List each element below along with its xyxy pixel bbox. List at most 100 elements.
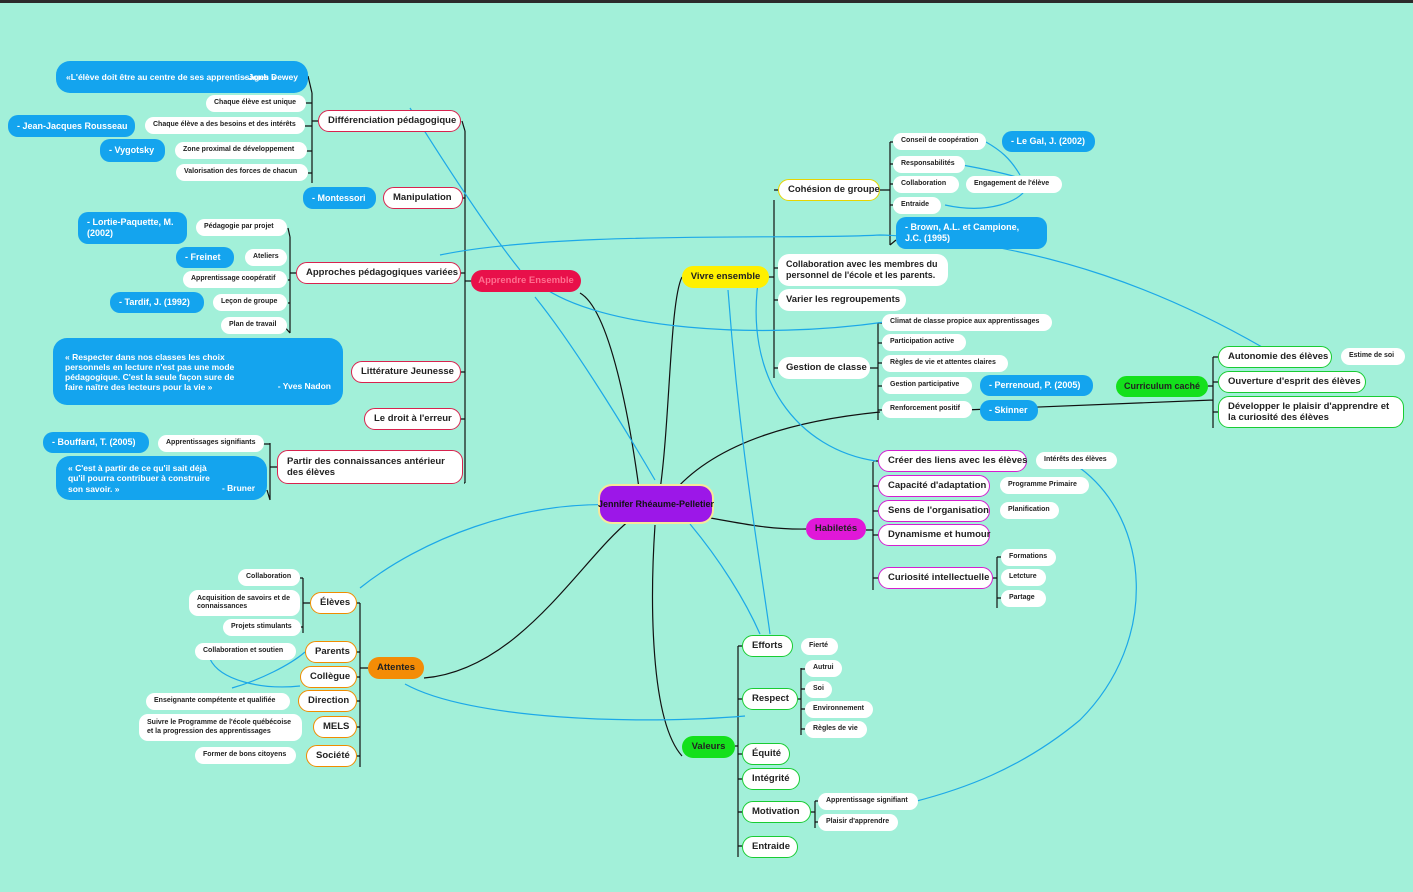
item-participation-active[interactable]: Participation active [882, 334, 966, 351]
node-collaboration-membres[interactable]: Collaboration avec les membres du person… [778, 254, 948, 286]
ref-brown-campione[interactable]: - Brown, A.L. et Campione, J.C. (1995) [896, 217, 1047, 249]
item-label: Collaboration et soutien [203, 647, 284, 655]
item-entraide[interactable]: Entraide [893, 197, 941, 214]
item-environnement[interactable]: Environnement [805, 701, 873, 718]
item-valorisation[interactable]: Valorisation des forces de chacun [176, 164, 308, 181]
ref-montessori[interactable]: - Montessori [303, 187, 376, 209]
ref-vygotsky[interactable]: - Vygotsky [100, 139, 165, 162]
item-projets-stimulants[interactable]: Projets stimulants [223, 619, 301, 636]
item-responsabilites[interactable]: Responsabilités [893, 156, 965, 173]
branch-habiletes[interactable]: Habiletés [806, 518, 866, 540]
branch-apprendre-ensemble[interactable]: Apprendre Ensemble [471, 270, 581, 292]
node-curriculum-cache[interactable]: Curriculum caché [1116, 376, 1208, 397]
branch-valeurs[interactable]: Valeurs [682, 736, 735, 758]
ref-le-gal[interactable]: - Le Gal, J. (2002) [1002, 131, 1095, 152]
item-ateliers[interactable]: Ateliers [245, 249, 287, 266]
node-approches[interactable]: Approches pédagogiques variées [296, 262, 461, 284]
ref-skinner[interactable]: - Skinner [980, 400, 1038, 421]
item-estime-soi[interactable]: Estime de soi [1341, 348, 1405, 365]
item-plaisir-apprendre[interactable]: Développer le plaisir d'apprendre et la … [1218, 396, 1404, 428]
node-direction[interactable]: Direction [298, 690, 357, 712]
quote-nadon[interactable]: « Respecter dans nos classes les choix p… [53, 338, 343, 405]
item-interets-eleves[interactable]: Intérêts des élèves [1036, 452, 1117, 469]
item-autrui[interactable]: Autrui [805, 660, 842, 677]
node-creer-liens[interactable]: Créer des liens avec les élèves [878, 450, 1027, 472]
quote-dewey[interactable]: «L'élève doit être au centre de ses appr… [56, 61, 308, 93]
item-collaboration-eleves[interactable]: Collaboration [238, 569, 300, 586]
node-differenciation[interactable]: Différenciation pédagogique [318, 110, 461, 132]
node-droit-erreur[interactable]: Le droit à l'erreur [364, 408, 461, 430]
node-dynamisme-humour[interactable]: Dynamisme et humour [878, 524, 990, 546]
item-apprentissages-signifiants[interactable]: Apprentissages signifiants [158, 435, 264, 452]
item-partage[interactable]: Partage [1001, 590, 1046, 607]
node-connaissances-anterieures[interactable]: Partir des connaissances antérieur des é… [277, 450, 463, 484]
item-engagement[interactable]: Engagement de l'élève [966, 176, 1062, 193]
item-conseil-cooperation[interactable]: Conseil de coopération [893, 133, 986, 150]
branch-attentes[interactable]: Attentes [368, 657, 424, 679]
ref-freinet[interactable]: - Freinet [176, 247, 234, 268]
item-planification[interactable]: Planification [1000, 502, 1059, 519]
node-gestion-classe[interactable]: Gestion de classe [778, 357, 870, 379]
node-entraide[interactable]: Entraide [742, 836, 798, 858]
item-plan-travail[interactable]: Plan de travail [221, 317, 287, 334]
item-unique[interactable]: Chaque élève est unique [206, 95, 306, 112]
node-eleves[interactable]: Élèves [310, 592, 357, 614]
item-regles-vie[interactable]: Règles de vie [805, 721, 867, 738]
item-label: Apprentissage signifiant [826, 797, 908, 805]
item-bons-citoyens[interactable]: Former de bons citoyens [195, 747, 296, 764]
ref-bouffard[interactable]: - Bouffard, T. (2005) [43, 432, 149, 453]
node-collegue[interactable]: Collègue [300, 666, 357, 688]
node-efforts[interactable]: Efforts [742, 635, 793, 657]
item-label: Collaboration [246, 573, 292, 581]
node-sens-organisation[interactable]: Sens de l'organisation [878, 500, 990, 522]
item-enseignante-competente[interactable]: Enseignante compétente et qualifiée [146, 693, 290, 710]
item-apprentissage-signifiant[interactable]: Apprentissage signifiant [818, 793, 918, 810]
item-label: Autrui [813, 664, 834, 672]
node-equite[interactable]: Équité [742, 743, 790, 765]
node-parents[interactable]: Parents [305, 641, 357, 663]
ref-tardif[interactable]: - Tardif, J. (1992) [110, 292, 204, 313]
ref-label: - Perrenoud, P. (2005) [989, 380, 1081, 391]
item-formations[interactable]: Formations [1001, 549, 1056, 566]
ref-lortie-paquette[interactable]: - Lortie-Paquette, M. (2002) [78, 212, 187, 244]
item-programme-primaire[interactable]: Programme Primaire [1000, 477, 1089, 494]
node-curiosite-intellectuelle[interactable]: Curiosité intellectuelle [878, 567, 993, 589]
quote-bruner[interactable]: « C'est à partir de ce qu'il sait déjà q… [56, 456, 267, 500]
node-societe[interactable]: Société [306, 745, 357, 767]
item-acquisition-savoirs[interactable]: Acquisition de savoirs et de connaissanc… [189, 590, 300, 616]
item-soi[interactable]: Soi [805, 681, 832, 698]
item-fierte[interactable]: Fierté [801, 638, 838, 655]
quote-text: « C'est à partir de ce qu'il sait déjà q… [68, 463, 210, 494]
item-lecture[interactable]: Letcture [1001, 569, 1046, 586]
node-motivation[interactable]: Motivation [742, 801, 811, 823]
ref-rousseau[interactable]: - Jean-Jacques Rousseau [8, 115, 135, 137]
item-regles-vie-attentes[interactable]: Règles de vie et attentes claires [882, 355, 1008, 372]
item-collaboration[interactable]: Collaboration [893, 176, 959, 193]
item-autonomie[interactable]: Autonomie des élèves [1218, 346, 1332, 368]
item-besoins[interactable]: Chaque élève a des besoins et des intérê… [145, 117, 305, 134]
node-mels[interactable]: MELS [313, 716, 357, 738]
node-capacite-adaptation[interactable]: Capacité d'adaptation [878, 475, 990, 497]
ref-perrenoud[interactable]: - Perrenoud, P. (2005) [980, 375, 1093, 396]
item-suivre-programme[interactable]: Suivre le Programme de l'école québécois… [139, 714, 302, 741]
item-ouverture-esprit[interactable]: Ouverture d'esprit des élèves [1218, 371, 1366, 393]
branch-vivre-ensemble[interactable]: Vivre ensemble [682, 266, 769, 288]
item-cooperatif[interactable]: Apprentissage coopératif [183, 271, 287, 288]
central-node[interactable]: Jennifer Rhéaume-Pelletier [598, 484, 714, 524]
item-label: Planification [1008, 506, 1050, 514]
item-zone-proximal[interactable]: Zone proximal de développement [175, 142, 307, 159]
item-pedagogie-projet[interactable]: Pédagogie par projet [196, 219, 287, 236]
item-label: Fierté [809, 642, 829, 650]
item-collaboration-soutien[interactable]: Collaboration et soutien [195, 643, 296, 660]
node-cohesion-groupe[interactable]: Cohésion de groupe [778, 179, 880, 201]
item-renforcement-positif[interactable]: Renforcement positif [882, 401, 972, 418]
node-integrite[interactable]: Intégrité [742, 768, 800, 790]
item-gestion-participative[interactable]: Gestion participative [882, 377, 972, 394]
node-respect[interactable]: Respect [742, 688, 798, 710]
node-manipulation[interactable]: Manipulation [383, 187, 463, 209]
item-lecon-groupe[interactable]: Leçon de groupe [213, 294, 287, 311]
node-litterature[interactable]: Littérature Jeunesse [351, 361, 461, 383]
item-climat-classe[interactable]: Climat de classe propice aux apprentissa… [882, 314, 1052, 331]
item-plaisir-apprendre-valeurs[interactable]: Plaisir d'apprendre [818, 814, 898, 831]
node-varier-regroupements[interactable]: Varier les regroupements [778, 289, 906, 311]
